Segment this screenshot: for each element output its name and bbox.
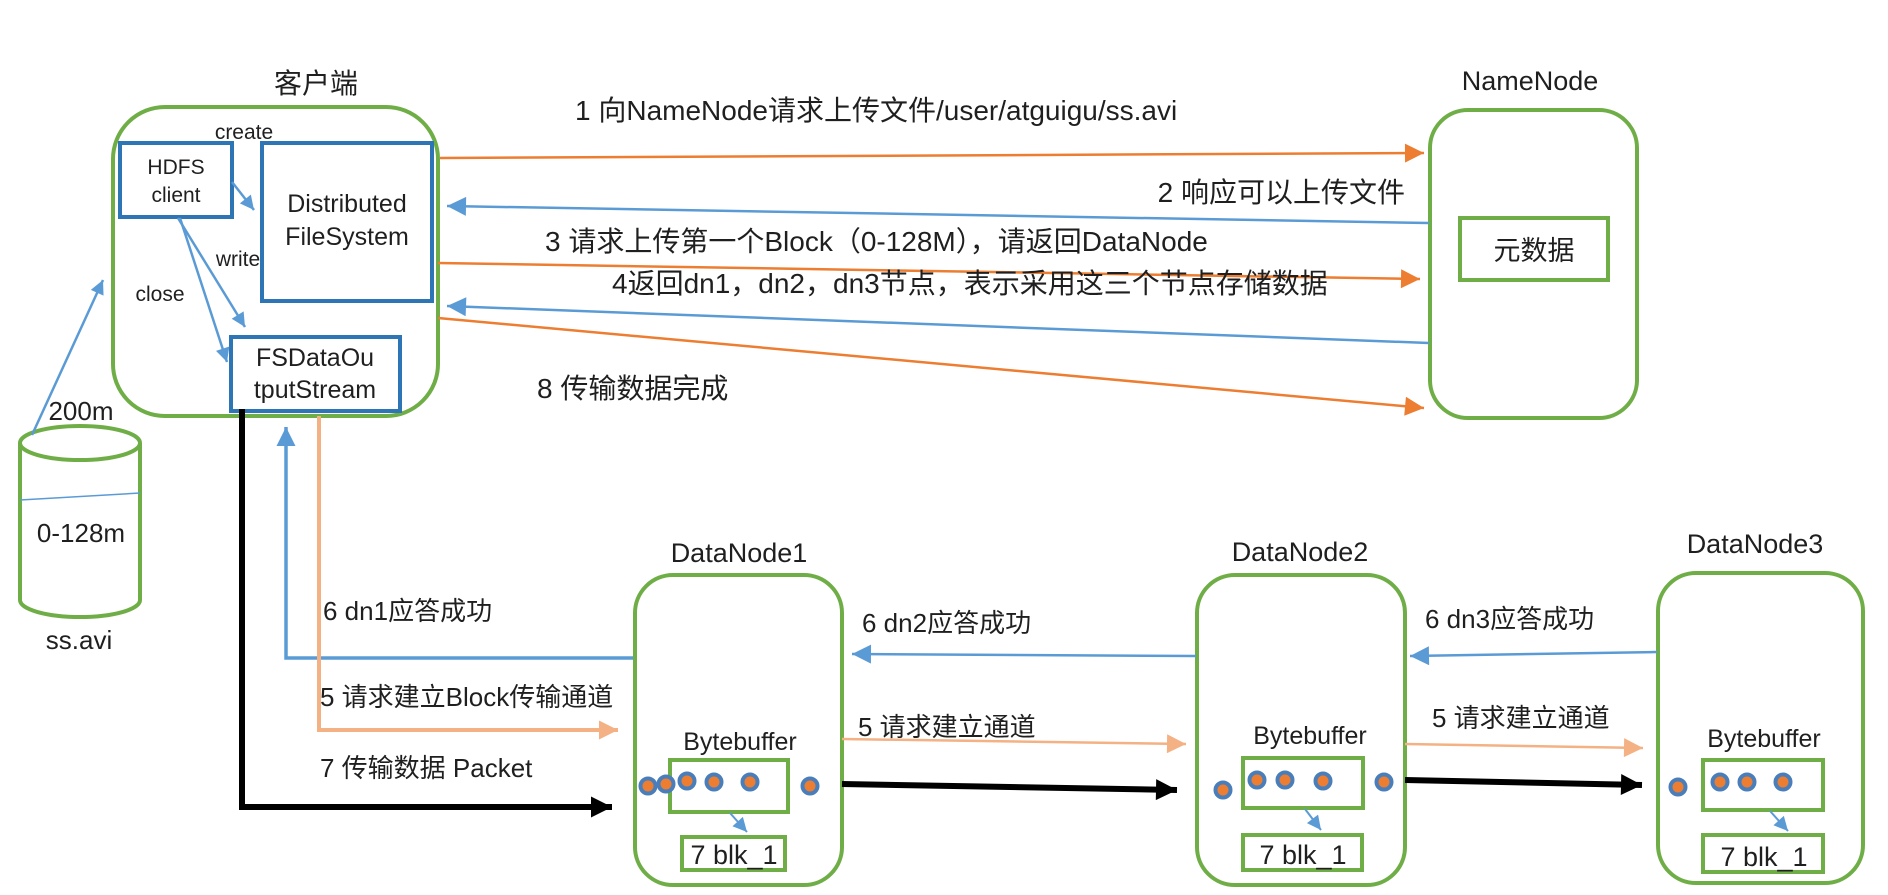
packet-dot (1668, 777, 1688, 797)
arrow-packet-dn2-dn3 (1404, 774, 1643, 796)
dfs-label-line2: FileSystem (285, 223, 409, 251)
packet-dot (1275, 770, 1295, 790)
datanode3-title: DataNode3 (1687, 529, 1824, 559)
step4-label: 4返回dn1，dn2，dn3节点，表示采用这三个节点存储数据 (612, 268, 1328, 299)
bytebuffer-label-dn2: Bytebuffer (1253, 722, 1367, 750)
arrow-step5-dn1-dn2 (841, 734, 1187, 754)
block-box-dn1 (680, 835, 787, 872)
arrow-file-to-client (30, 279, 105, 436)
arrow-close (178, 217, 230, 363)
bytebuffer-label-dn1: Bytebuffer (683, 728, 797, 756)
hdfs-client-box (118, 141, 234, 219)
datanode2-internals (1213, 756, 1394, 872)
block-split-line (19, 492, 141, 501)
step5-dn2-label: 5 请求建立通道 (858, 712, 1036, 742)
write-label: write (215, 248, 260, 271)
file-block-label: 0-128m (37, 518, 125, 548)
packet-dot (704, 772, 724, 792)
step6-dn3-label: 6 dn3应答成功 (1425, 604, 1594, 634)
hdfs-client-label-line2: client (151, 184, 200, 207)
datanode3-internals (1668, 758, 1825, 874)
step8-label: 8 传输数据完成 (537, 373, 728, 404)
block-box-dn3 (1701, 833, 1825, 874)
arrow-step7-packet-dn1 (239, 409, 612, 818)
step5-dn1-label: 5 请求建立Block传输通道 (320, 682, 613, 712)
arrow-create (231, 181, 255, 211)
packet-dot (1737, 772, 1757, 792)
arrow-step6-dn1-ack (276, 427, 633, 660)
step2-label: 2 响应可以上传文件 (1158, 177, 1405, 208)
file-name-label: ss.avi (46, 625, 112, 655)
hdfs-client-label-line1: HDFS (147, 156, 204, 179)
create-label: create (215, 121, 273, 144)
arrow-buffer-to-block-dn1 (729, 812, 748, 833)
fsdataoutputstream-box (229, 335, 402, 413)
packet-dot (1710, 772, 1730, 792)
step5-dn3-label: 5 请求建立通道 (1432, 703, 1610, 733)
metadata-label: 元数据 (1494, 236, 1575, 266)
arrow-step8-complete (437, 316, 1425, 416)
arrow-buffer-to-block-dn3 (1769, 810, 1789, 832)
packet-dot (1374, 772, 1394, 792)
packet-dot (1247, 770, 1267, 790)
stream-label-line2: tputStream (254, 376, 376, 404)
packet-dot (1313, 771, 1333, 791)
arrow-write (176, 217, 247, 328)
block-label-dn3: 7 blk_1 (1720, 842, 1807, 872)
packet-dot (638, 776, 658, 796)
arrow-step6-dn3-ack (1409, 646, 1658, 666)
packet-dot (656, 774, 676, 794)
arrow-step2-response (446, 196, 1430, 225)
step6-dn2-label: 6 dn2应答成功 (862, 608, 1031, 638)
arrow-step6-dn2-ack (851, 644, 1197, 664)
close-label: close (135, 283, 184, 306)
arrow-step1-request-upload (439, 143, 1425, 163)
distributed-filesystem-box (260, 141, 434, 303)
bytebuffer-label-dn3: Bytebuffer (1707, 725, 1821, 753)
arrow-buffer-to-block-dn2 (1304, 808, 1322, 831)
step7-label: 7 传输数据 Packet (320, 753, 533, 783)
metadata-box (1458, 216, 1610, 282)
client-title: 客户端 (274, 68, 358, 99)
step3-label: 3 请求上传第一个Block（0-128M），请返回DataNode (545, 226, 1208, 257)
datanode1-title: DataNode1 (671, 538, 808, 568)
arrow-step5-build-channel (317, 416, 618, 740)
file-size-label: 200m (48, 396, 113, 426)
block-label-dn2: 7 blk_1 (1259, 840, 1346, 870)
datanode2-title: DataNode2 (1232, 537, 1369, 567)
stream-label-line1: FSDataOu (256, 344, 374, 372)
arrow-step3-request-block (437, 261, 1421, 289)
packet-dot (677, 771, 697, 791)
source-file-cylinder (18, 424, 142, 619)
step6-dn1-label: 6 dn1应答成功 (323, 596, 492, 626)
packet-dot (1773, 772, 1793, 792)
arrow-step4-return-nodes (446, 297, 1430, 345)
block-label-dn1: 7 blk_1 (690, 840, 777, 870)
arrow-step5-dn2-dn3 (1404, 738, 1644, 758)
block-box-dn2 (1241, 833, 1364, 872)
packet-dot (740, 772, 760, 792)
packet-dot (800, 776, 820, 796)
step1-label: 1 向NameNode请求上传文件/user/atguigu/ss.avi (575, 95, 1177, 126)
datanode1-internals (638, 758, 820, 872)
packet-dot (1213, 780, 1233, 800)
namenode-title: NameNode (1462, 66, 1599, 96)
arrow-packet-dn1-dn2 (841, 779, 1178, 801)
dfs-label-line1: Distributed (287, 190, 407, 218)
